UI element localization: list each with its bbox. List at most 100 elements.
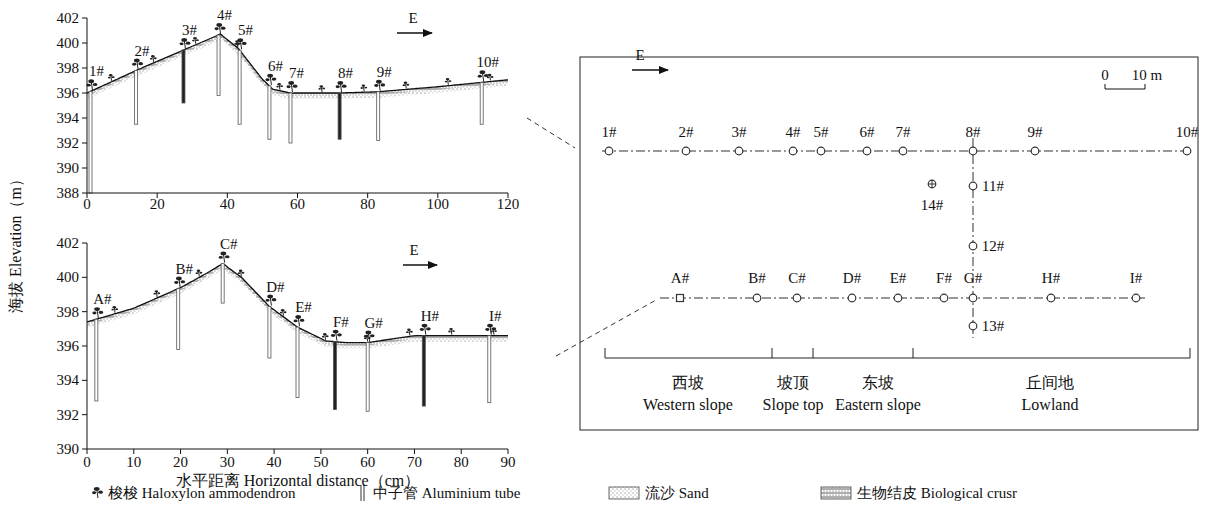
dune-surface [87,34,508,93]
shrub-symbol [196,270,203,277]
axes [82,243,508,454]
tick-label: 30 [220,454,235,471]
shrub-symbol [265,74,276,85]
shrub-symbol [238,270,245,277]
point-label: 6# [268,58,283,75]
tick-label: 70 [407,454,422,471]
region-label: 西坡 [672,374,704,392]
point-label: 10# [1176,124,1199,141]
tick-label: 120 [497,196,520,213]
point-label: 7# [896,124,911,141]
shrub-symbol [132,58,143,69]
tick-label: 392 [57,135,80,152]
shrub-symbol [87,79,98,90]
aluminium-tube [177,289,180,350]
point-label: F# [333,313,349,330]
tick-label: 10 [126,454,141,471]
tick-label: 388 [57,185,80,202]
shrub-symbol [174,277,185,288]
shrub-symbol [287,81,298,92]
aluminium-tube [182,50,185,103]
aluminium-tube [338,93,341,139]
sample-point [1183,147,1191,155]
point-label: 1# [602,124,617,141]
direction-label: E [409,242,418,259]
region-label: Western slope [643,396,733,414]
tick-label: 0 [83,454,91,471]
point-label: A# [93,291,111,308]
tick-label: 400 [57,35,80,52]
aluminium-tube [366,343,369,412]
tick-label: 90 [501,454,516,471]
plan-frame [580,57,1198,430]
scale-bar [1105,84,1145,89]
region-label: Eastern slope [835,396,921,414]
direction-label: E [408,10,417,27]
point-label: H# [1042,270,1060,287]
aluminium-tube [289,93,292,143]
point-label: H# [421,307,439,324]
tick-label: 40 [220,196,235,213]
point-label: 3# [182,22,197,39]
legend-samples [92,485,851,501]
point-label: 5# [814,124,829,141]
shrub-symbol [179,38,190,49]
aluminium-tube [268,307,271,359]
shrub-symbol [406,329,413,336]
legend-swatch [609,487,639,499]
shrub-symbol [215,23,226,34]
aluminium-tube [488,336,491,403]
point-label: 8# [966,124,981,141]
legend-text: 生物结皮 Biological crusr [857,485,1017,502]
tick-label: 20 [173,454,188,471]
sample-point [894,294,902,302]
shrub-symbol [485,324,496,335]
shrub-symbol [280,309,287,316]
aluminium-tube [333,342,336,410]
point-label: E# [295,299,312,316]
shrub-symbol [420,324,431,335]
sample-point [735,147,743,155]
aluminium-tube [221,264,224,303]
transect-lines [602,138,1192,338]
point-label: 1# [89,63,104,80]
shrub-symbol [364,331,375,342]
sample-point [793,294,801,302]
region-label: Lowland [1022,396,1079,414]
tick-label: 60 [360,454,375,471]
tick-label: 390 [57,441,80,458]
sample-point [677,295,684,302]
sample-point [817,147,825,155]
tick-label: 60 [290,196,305,213]
leader-lines [527,118,656,356]
aluminium-tube [89,91,92,193]
legend-text: 中子管 Aluminium tube [373,485,521,502]
point-label: G# [964,270,982,287]
sample-point [940,294,948,302]
bracket [605,348,1190,358]
tick-label: 398 [57,303,80,320]
tick-label: 100 [427,196,450,213]
tick-label: 398 [57,60,80,77]
aluminium-tube [238,50,241,124]
sample-point [605,147,613,155]
point-label: 12# [982,238,1005,255]
point-label: B# [748,270,766,287]
shrub-symbol [192,37,199,44]
axes [82,18,508,198]
point-label: 9# [1028,124,1043,141]
point-label: 2# [679,124,694,141]
sample-point [863,147,871,155]
shrub-symbol [374,80,385,91]
shrub-symbol [219,252,230,263]
sample-point [969,147,977,155]
shrub-symbol [318,85,325,92]
tick-label: 402 [57,235,80,252]
shrub-symbol [294,315,305,326]
aluminium-tube [268,86,271,139]
scale-label: 10 m [1132,67,1162,84]
sample-points [605,147,1191,330]
tick-label: 396 [57,85,80,102]
point-label: 11# [982,178,1004,195]
